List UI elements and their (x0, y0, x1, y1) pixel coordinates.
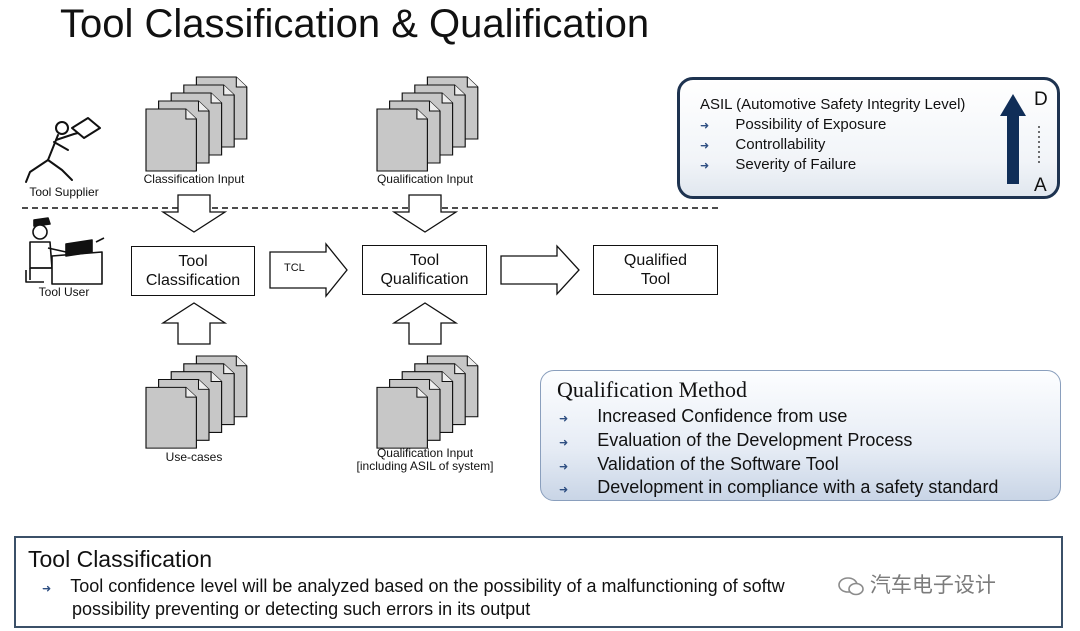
tool-classification-note-panel: Tool Classification ➜ Tool confidence le… (14, 536, 1063, 628)
tool-user-label: Tool User (38, 285, 90, 299)
watermark-text: 汽车电子设计 (869, 574, 996, 597)
tool-classification-note-title: Tool Classification (28, 546, 213, 572)
arrow-bullet-icon: ➜ (559, 413, 569, 425)
classification-input-docs (146, 77, 247, 171)
qualification-method-panel: Qualification Method ➜ Increased Confide… (540, 370, 1061, 501)
qualification-input-arrow (391, 194, 459, 233)
tool-classification-line1: Tool (178, 253, 208, 270)
wechat-logo-icon (838, 577, 864, 596)
tool-user-figure (25, 217, 105, 285)
asil-title: ASIL (Automotive Safety Integrity Level) (700, 96, 966, 113)
tool-supplier-figure (25, 117, 101, 183)
qualified-tool-line2: Tool (640, 271, 671, 288)
watermark: 汽车电子设计 (838, 569, 996, 599)
tcl-label: TCL (284, 262, 305, 274)
tool-qualification-line2: Qualification (380, 271, 469, 288)
method-item: ➜ Increased Confidence from use (559, 406, 847, 427)
use-cases-label: Use-cases (165, 450, 223, 464)
qualification-asil-arrow (391, 302, 459, 345)
tcl-arrow (269, 242, 348, 298)
method-item: ➜ Evaluation of the Development Process (559, 430, 912, 451)
classification-input-arrow (160, 194, 228, 233)
method-item-text: Increased Confidence from use (597, 406, 848, 426)
asil-item-text: Possibility of Exposure (735, 116, 887, 133)
asil-item: ➜ Severity of Failure (700, 156, 856, 173)
qualification-asil-label-line1: Qualification Input (376, 446, 474, 460)
asil-scale-dots (1038, 126, 1040, 164)
arrow-bullet-icon: ➜ (559, 484, 569, 496)
use-cases-arrow (160, 302, 228, 345)
qualified-tool-box: Qualified Tool (593, 245, 718, 295)
classification-input-label: Classification Input (143, 172, 245, 186)
arrow-bullet-icon: ➜ (700, 120, 710, 132)
asil-item: ➜ Controllability (700, 136, 825, 153)
asil-scale-top: D (1034, 89, 1048, 110)
tool-qualification-box: Tool Qualification (362, 245, 487, 295)
asil-item-text: Controllability (735, 136, 826, 153)
qualification-asil-docs (377, 356, 478, 448)
use-cases-docs (146, 356, 247, 448)
asil-scale-arrow-icon (1000, 94, 1026, 184)
page-title: Tool Classification & Qualification (60, 2, 650, 46)
arrow-bullet-icon: ➜ (559, 461, 569, 473)
asil-item: ➜ Possibility of Exposure (700, 116, 886, 133)
arrow-bullet-icon: ➜ (42, 583, 52, 595)
asil-panel: ASIL (Automotive Safety Integrity Level)… (677, 77, 1060, 199)
method-item-text: Evaluation of the Development Process (597, 430, 913, 450)
arrow-bullet-icon: ➜ (559, 437, 569, 449)
tool-classification-note-line2: possibility preventing or detecting such… (72, 599, 531, 619)
qualification-method-title: Qualification Method (557, 377, 748, 402)
tool-supplier-label: Tool Supplier (29, 185, 99, 199)
qualification-asil-label-line2: [including ASIL of system] (356, 459, 494, 473)
tool-classification-box: Tool Classification (131, 246, 255, 296)
asil-scale-bottom: A (1034, 175, 1047, 196)
method-item-text: Validation of the Software Tool (597, 454, 839, 474)
method-item-text: Development in compliance with a safety … (597, 477, 999, 497)
method-item: ➜ Validation of the Software Tool (559, 454, 839, 475)
qualification-input-label: Qualification Input (376, 172, 474, 186)
tool-classification-line2: Classification (145, 272, 241, 289)
tool-classification-note-text: Tool confidence level will be analyzed b… (70, 576, 785, 596)
method-item: ➜ Development in compliance with a safet… (559, 477, 998, 498)
qualified-arrow (500, 244, 580, 296)
tool-classification-note-line1: ➜ Tool confidence level will be analyzed… (42, 576, 785, 597)
qualification-input-docs (377, 77, 478, 171)
arrow-bullet-icon: ➜ (700, 140, 710, 152)
qualification-asil-label: Qualification Input [including ASIL of s… (325, 447, 525, 473)
asil-item-text: Severity of Failure (735, 156, 857, 173)
arrow-bullet-icon: ➜ (700, 160, 710, 172)
qualified-tool-line1: Qualified (623, 252, 688, 269)
tool-qualification-line1: Tool (409, 252, 440, 269)
